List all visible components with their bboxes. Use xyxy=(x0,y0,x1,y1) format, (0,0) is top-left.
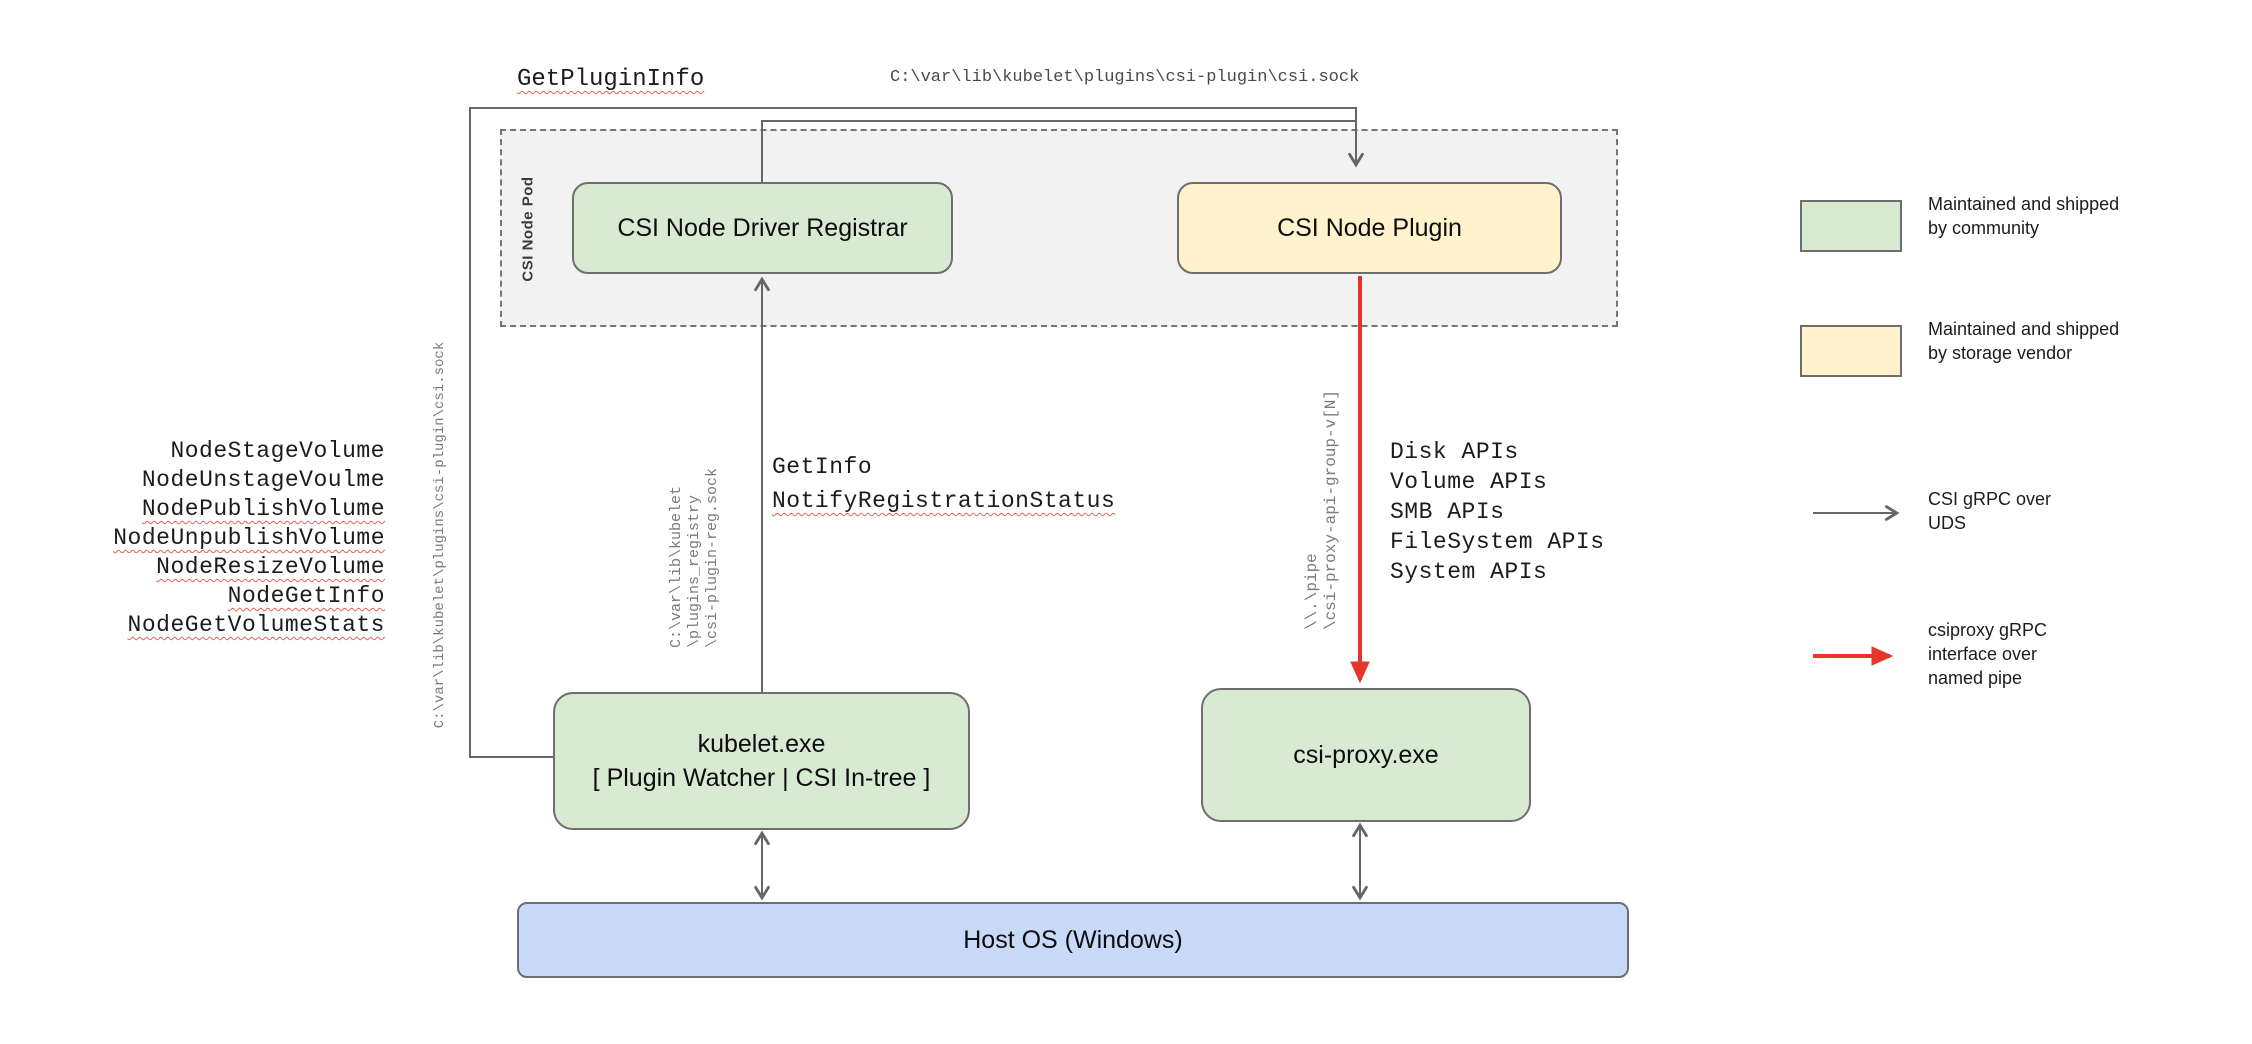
registrar-to-plugin-uds-connector xyxy=(761,120,1356,182)
kubelet-label-line1: kubelet.exe xyxy=(697,730,826,758)
csi-sock-path-left-label: C:\var\lib\kubelet\plugins\csi-plugin\cs… xyxy=(432,341,448,729)
node-calls-list: NodeStageVolume NodeUnstageVoulme NodePu… xyxy=(60,437,385,640)
registrar-label: CSI Node Driver Registrar xyxy=(617,214,908,242)
plugin-label: CSI Node Plugin xyxy=(1277,214,1462,242)
node-call: NodeGetVolumeStats xyxy=(127,612,385,638)
proxy-api: SMB APIs xyxy=(1390,499,1505,525)
legend-community-text: Maintained and shipped by community xyxy=(1928,194,2120,238)
csi-sock-path-top-label: C:\var\lib\kubelet\plugins\csi-plugin\cs… xyxy=(890,68,1360,87)
csi-node-driver-registrar-box: CSI Node Driver Registrar xyxy=(572,182,953,274)
csi-proxy-label: csi-proxy.exe xyxy=(1293,741,1439,769)
node-call: NodeStageVolume xyxy=(170,438,385,464)
plugin-reg-sock-path-label: C:\var\lib\kubelet \plugins_registry \cs… xyxy=(668,467,721,649)
proxy-api: FileSystem APIs xyxy=(1390,529,1605,555)
node-call: NodePublishVolume xyxy=(141,496,385,522)
legend-named-pipe-text: csiproxy gRPC interface over named pipe xyxy=(1928,620,2048,688)
legend-vendor-text: Maintained and shipped by storage vendor xyxy=(1928,319,2120,363)
registrar-call: GetInfo xyxy=(772,454,873,480)
registrar-call: NotifyRegistrationStatus xyxy=(772,488,1116,514)
proxy-api: System APIs xyxy=(1390,559,1548,585)
node-call: NodeUnstageVoulme xyxy=(141,467,385,493)
named-pipe-path-label: \\.\pipe \csi-proxy-api-group-v[N] xyxy=(1303,389,1340,631)
host-os-box: Host OS (Windows) xyxy=(517,902,1629,978)
node-call: NodeGetInfo xyxy=(227,583,385,609)
legend-uds-text: CSI gRPC over UDS xyxy=(1928,489,2052,533)
registrar-calls-list: GetInfo NotifyRegistrationStatus xyxy=(772,450,1115,518)
kubelet-label-line2: [ Plugin Watcher | CSI In-tree ] xyxy=(592,764,931,792)
node-call: NodeUnpublishVolume xyxy=(113,525,385,551)
proxy-api: Volume APIs xyxy=(1390,469,1548,495)
node-call: NodeResizeVolume xyxy=(156,554,385,580)
kubelet-box: kubelet.exe [ Plugin Watcher | CSI In-tr… xyxy=(553,692,970,830)
legend-vendor-swatch xyxy=(1800,325,1902,377)
proxy-api-list: Disk APIs Volume APIs SMB APIs FileSyste… xyxy=(1390,437,1605,587)
proxy-api: Disk APIs xyxy=(1390,439,1519,465)
host-os-label: Host OS (Windows) xyxy=(963,926,1183,954)
csi-node-pod-label: CSI Node Pod xyxy=(519,176,537,282)
csi-node-plugin-box: CSI Node Plugin xyxy=(1177,182,1562,274)
legend-community-swatch xyxy=(1800,200,1902,252)
get-plugin-info-label: GetPluginInfo xyxy=(517,66,705,93)
kubelet-to-plugin-uds-connector xyxy=(469,107,1364,758)
csi-proxy-box: csi-proxy.exe xyxy=(1201,688,1531,822)
